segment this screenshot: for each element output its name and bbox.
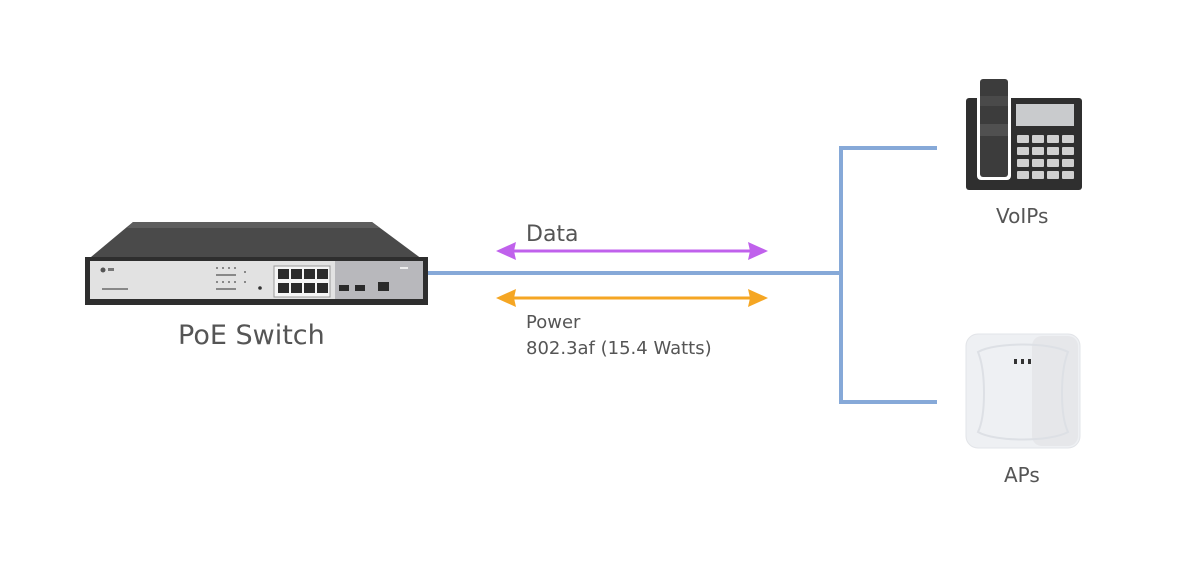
switch-label: PoE Switch (178, 320, 325, 351)
access-point-icon (965, 333, 1081, 449)
data-label: Data (526, 222, 579, 247)
power-arrow (496, 289, 768, 307)
data-arrow (496, 242, 768, 260)
network-cable (428, 146, 937, 404)
ip-phone-icon (966, 76, 1082, 190)
power-label-block: Power 802.3af (15.4 Watts) (526, 310, 712, 362)
power-standard-label: 802.3af (15.4 Watts) (526, 338, 712, 359)
ap-label: APs (1004, 463, 1040, 487)
poe-switch-icon (85, 222, 428, 305)
voip-label: VoIPs (996, 204, 1049, 228)
power-label: Power (526, 312, 581, 333)
